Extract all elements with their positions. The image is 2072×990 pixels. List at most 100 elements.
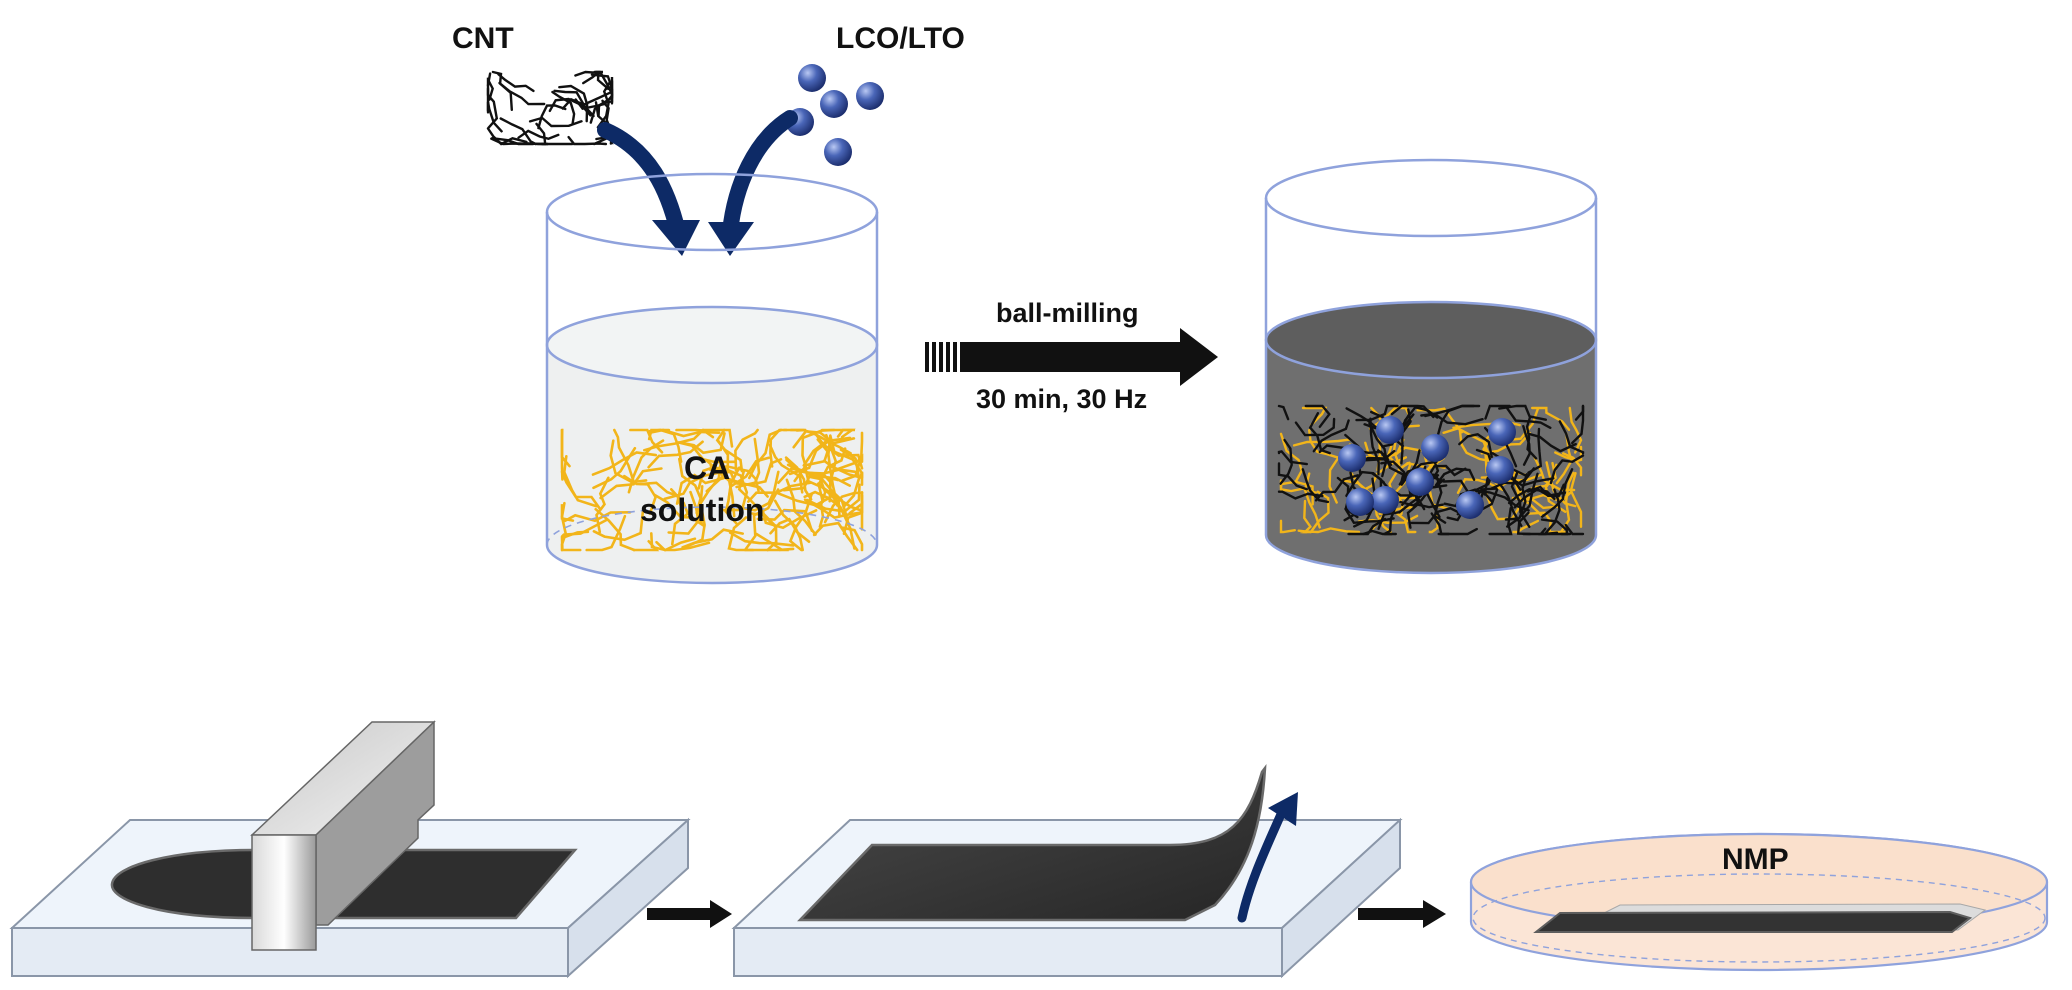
fiber-strand xyxy=(829,434,864,486)
fiber-strand xyxy=(1540,518,1569,536)
particle xyxy=(1488,418,1516,446)
fiber-strand xyxy=(560,518,608,538)
fiber-strand xyxy=(817,474,827,528)
fiber-strand xyxy=(1430,512,1451,536)
fiber-strand xyxy=(528,116,583,128)
fiber-strand xyxy=(755,532,789,552)
fiber-strand xyxy=(592,510,645,542)
fiber-strand xyxy=(567,135,608,146)
fiber-strand xyxy=(1304,404,1331,428)
fiber-strand xyxy=(823,491,864,524)
solvent-label: NMP xyxy=(1722,843,1789,876)
fiber-strand xyxy=(728,531,795,547)
fiber-strand xyxy=(836,428,855,438)
particle xyxy=(1486,456,1514,484)
fiber-strand xyxy=(655,540,711,552)
fiber-strand xyxy=(499,117,537,146)
fiber-strand xyxy=(582,70,601,85)
fiber-strand xyxy=(839,494,864,513)
fiber-strand xyxy=(1484,404,1511,420)
fiber-strand xyxy=(1505,406,1552,429)
peel-arrow-head xyxy=(1268,792,1298,826)
fiber-strand xyxy=(802,439,852,467)
particle xyxy=(1376,416,1404,444)
fiber-strand xyxy=(1560,471,1575,533)
fiber-strand xyxy=(1279,432,1303,486)
fiber-strand xyxy=(785,478,817,536)
fiber-strand xyxy=(1541,468,1574,518)
fiber-strand xyxy=(1574,404,1585,421)
fiber-strand xyxy=(675,473,725,505)
fiber-strand xyxy=(675,428,715,439)
peel-arrow xyxy=(1237,800,1290,923)
fiber-strand xyxy=(841,526,864,552)
cnt-label: CNT xyxy=(452,22,514,55)
ca-liquid-surface xyxy=(545,305,879,385)
beaker-slurry xyxy=(1264,158,1598,575)
fiber-strand xyxy=(560,470,601,510)
fiber-strand xyxy=(561,91,611,110)
particle xyxy=(820,90,848,118)
particle xyxy=(856,82,884,110)
slurry-mixture xyxy=(1277,404,1585,536)
fiber-strand xyxy=(681,528,744,549)
particle xyxy=(1346,488,1374,516)
fiber-strand xyxy=(605,77,614,90)
fiber-strand xyxy=(638,481,683,509)
fiber-strand xyxy=(591,451,658,476)
film-in-solvent xyxy=(1533,910,1973,933)
fiber-strand xyxy=(1368,422,1388,478)
fiber-strand xyxy=(1564,523,1585,536)
fiber-strand xyxy=(1308,412,1331,455)
fiber-strand xyxy=(704,458,736,518)
fiber-strand xyxy=(643,428,705,452)
fiber-strand xyxy=(1294,417,1336,437)
lco-lto-particles xyxy=(786,64,884,166)
fiber-strand xyxy=(793,438,830,483)
lco-lto-label: LCO/LTO xyxy=(836,22,965,55)
fiber-strand xyxy=(748,428,783,480)
fiber-strand xyxy=(701,428,734,448)
fiber-strand xyxy=(743,488,780,552)
fiber-strand xyxy=(1347,517,1387,536)
step-arrow xyxy=(1358,900,1446,928)
fiber-strand xyxy=(1527,432,1577,453)
fiber-strand xyxy=(1279,519,1296,534)
fiber-strand xyxy=(1277,404,1290,421)
fiber-strand xyxy=(705,440,730,493)
fiber-strand xyxy=(1312,419,1350,453)
fiber-strand xyxy=(1458,433,1493,458)
cnt-arrow-head xyxy=(652,220,700,256)
fiber-strand xyxy=(1507,487,1556,505)
fiber-strand xyxy=(1504,472,1539,521)
cnt-arrow xyxy=(597,122,686,240)
fiber-strand xyxy=(737,469,777,527)
ca-label-line1: CA xyxy=(684,450,731,486)
fiber-strand xyxy=(1488,507,1513,536)
cnt-bundle xyxy=(486,70,614,146)
beaker-rim xyxy=(545,172,879,252)
fiber-strand xyxy=(1356,456,1408,494)
fiber-strand xyxy=(486,101,503,133)
fiber-strand xyxy=(792,429,856,449)
fiber-strand xyxy=(773,499,804,552)
fiber-strand xyxy=(1277,490,1324,500)
fiber-strand xyxy=(1568,406,1583,454)
fiber-strand xyxy=(1344,507,1395,525)
fiber-strand xyxy=(789,428,807,432)
fiber-strand xyxy=(803,498,864,519)
fiber-strand xyxy=(1525,416,1538,460)
lco-arrow-head xyxy=(708,222,754,256)
casting-plate xyxy=(9,720,691,979)
fiber-strand xyxy=(551,90,576,125)
beaker-ca-solution xyxy=(545,172,879,585)
fiber-strand xyxy=(650,532,697,552)
particle xyxy=(1371,486,1399,514)
fiber-strand xyxy=(784,456,813,501)
ca-label-line2: solution xyxy=(640,492,765,528)
fiber-strand xyxy=(1458,428,1492,463)
beaker-back-bottom xyxy=(546,506,878,546)
fiber-strand xyxy=(537,104,567,130)
fiber-strand xyxy=(1369,417,1380,476)
